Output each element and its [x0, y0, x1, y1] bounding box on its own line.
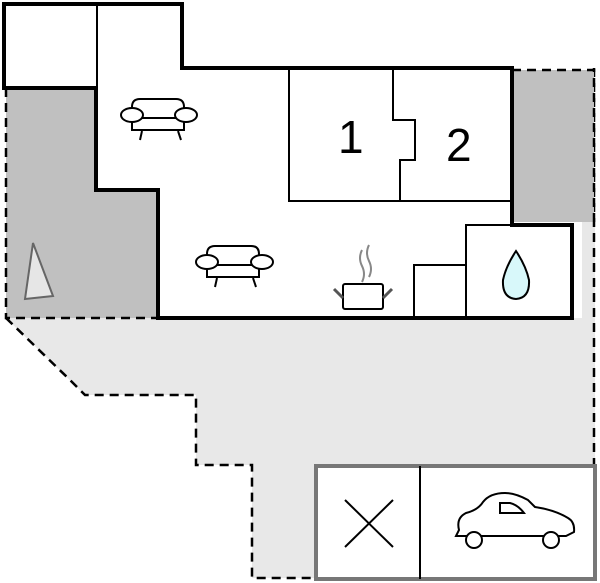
- bedroom-1-wall: [288, 68, 400, 202]
- bedroom-1-label: 1: [338, 111, 364, 163]
- sofa-icon-lower: [195, 245, 274, 288]
- compass-triangle-icon: [23, 242, 55, 301]
- outdoor-boundary-dashed: [5, 317, 318, 580]
- terrace-left-dashed: [4, 88, 158, 320]
- storage-wall: [413, 264, 466, 318]
- no-parking-x-icon: [344, 499, 394, 548]
- outdoor-area-light: [6, 222, 595, 578]
- terrace-right-dashed: [512, 68, 596, 222]
- bedroom-divider-wall: [392, 68, 416, 201]
- kitchen-pot-icon: [332, 244, 394, 310]
- bedroom-2-label: 2: [446, 119, 472, 171]
- bathroom-wall: [465, 224, 512, 318]
- terrace-left: [6, 88, 158, 318]
- car-icon: [454, 491, 576, 549]
- terrace-right: [512, 70, 594, 222]
- water-drop-icon: [501, 249, 531, 301]
- sofa-icon-upper: [120, 98, 198, 141]
